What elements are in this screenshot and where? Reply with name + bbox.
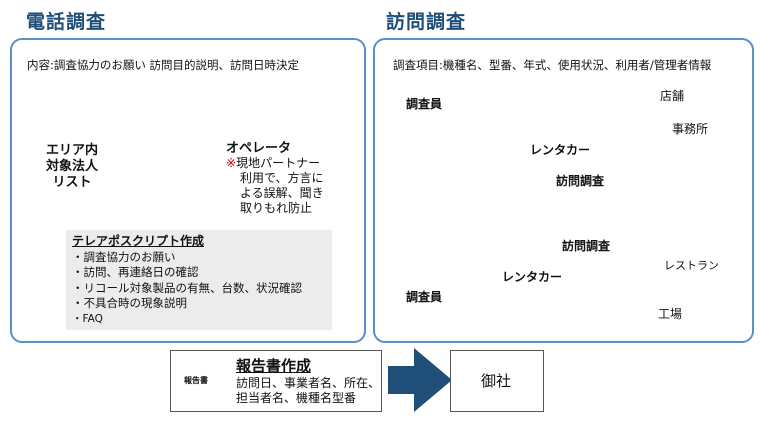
phone-survey-content: 内容:調査協力のお願い 訪問目的説明、訪問日時決定 — [27, 58, 300, 72]
script-title: テレアポスクリプト作成 — [72, 234, 205, 248]
note-line-3: よる誤解、聞き — [240, 186, 324, 200]
note-line-1: 現地パートナー — [236, 156, 321, 170]
area-list-line-1: エリア内 — [45, 143, 98, 158]
report-to-client-arrow — [388, 348, 452, 412]
operator-label: オペレータ — [226, 141, 292, 156]
area-list-line-2: 対象法人 — [45, 159, 98, 174]
client-label: 御社 — [480, 372, 511, 390]
report-details: 訪問日、事業者名、所在、 担当者名、機種名型番 — [236, 376, 380, 406]
note-mark: ※ — [226, 156, 237, 170]
operator-note: ※現地パートナー 利用で、方言に よる誤解、聞き 取りもれ防止 — [226, 156, 324, 216]
client-box — [450, 350, 544, 412]
visit-label-bottom: 訪問調査 — [562, 239, 611, 253]
area-list-label: エリア内 対象法人 リスト — [42, 143, 102, 191]
script-item: ・FAQ — [72, 312, 103, 325]
restaurant-label: レストラン — [664, 259, 719, 272]
report-box — [170, 350, 382, 412]
visit-survey-items: 調査項目:機種名、型番、年式、使用状況、利用者/管理者情報 — [393, 58, 712, 72]
script-item: ・不具合時の現象説明 — [72, 296, 187, 310]
report-line-2: 担当者名、機種名型番 — [236, 391, 357, 405]
visit-label-top: 訪問調査 — [556, 174, 605, 188]
report-line-1: 訪問日、事業者名、所在、 — [236, 376, 381, 390]
note-line-2: 利用で、方言に — [240, 171, 324, 185]
script-item: ・リコール対象製品の有無、台数、状況確認 — [72, 280, 302, 295]
visit-survey-panel — [373, 38, 754, 343]
rental-car-bottom-label: レンタカー — [502, 270, 563, 284]
phone-survey-title: 電話調査 — [26, 11, 107, 33]
report-document-label: 報告書 — [184, 376, 208, 385]
teleapo-script-box: テレアポスクリプト作成 ・調査協力のお願い ・訪問、再連絡日の確認 ・リコール対… — [66, 230, 332, 330]
note-line-4: 取りもれ防止 — [240, 201, 313, 215]
script-item: ・調査協力のお願い — [72, 249, 176, 264]
rental-car-top-label: レンタカー — [530, 143, 591, 157]
investigator-top-label: 調査員 — [406, 97, 443, 111]
investigator-bottom-label: 調査員 — [406, 290, 443, 304]
report-title: 報告書作成 — [236, 357, 312, 375]
store-label: 店舗 — [660, 89, 685, 103]
area-list-line-3: リスト — [52, 175, 92, 190]
office-label: 事務所 — [672, 122, 709, 136]
script-item: ・訪問、再連絡日の確認 — [72, 265, 199, 279]
visit-survey-title: 訪問調査 — [386, 11, 467, 33]
factory-label: 工場 — [658, 307, 683, 321]
